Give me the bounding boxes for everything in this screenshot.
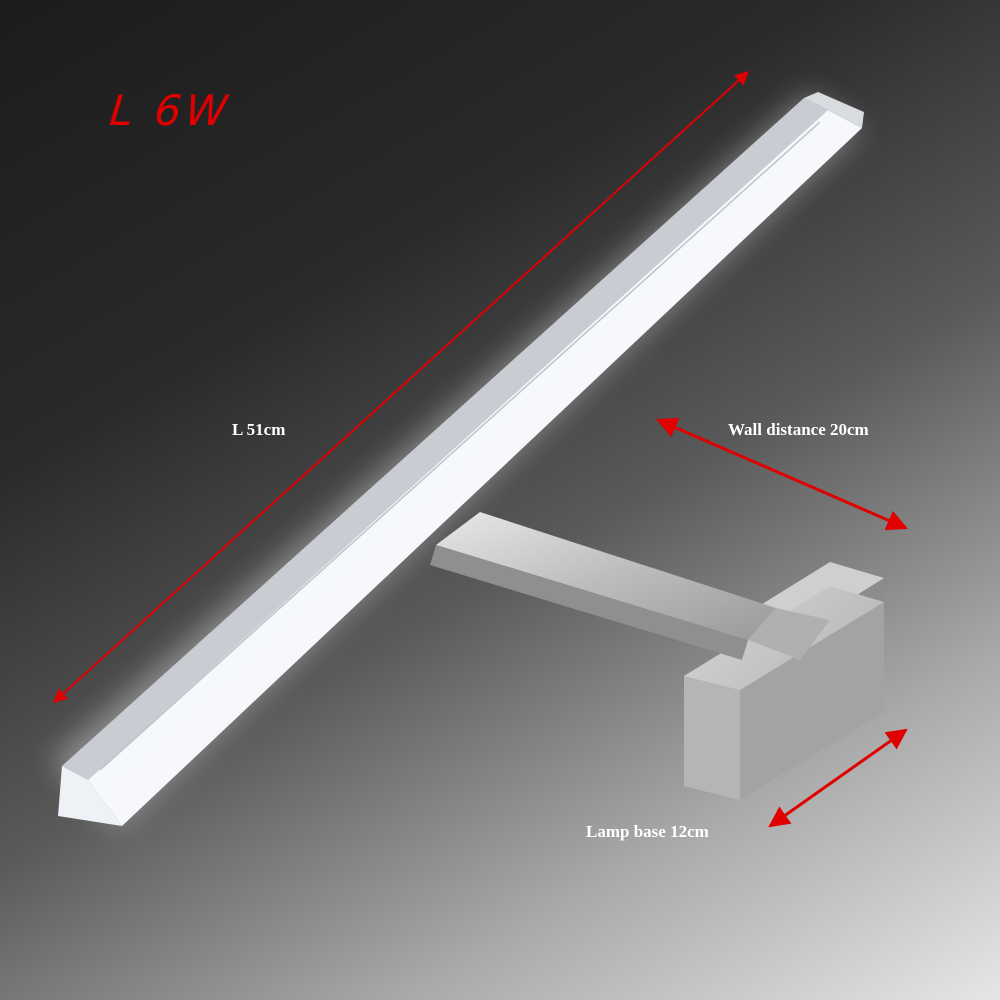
lamp-base-arrow <box>768 728 908 828</box>
power-label: L 6W <box>107 86 234 135</box>
wall-distance-arrow <box>656 417 908 531</box>
lamp-arm <box>430 512 830 660</box>
lamp-base <box>684 562 884 800</box>
lamp-base-label: Lamp base 12cm <box>586 822 709 841</box>
length-arrow <box>52 71 750 703</box>
length-label: L 51cm <box>232 420 286 439</box>
wall-distance-label: Wall distance 20cm <box>728 420 869 439</box>
